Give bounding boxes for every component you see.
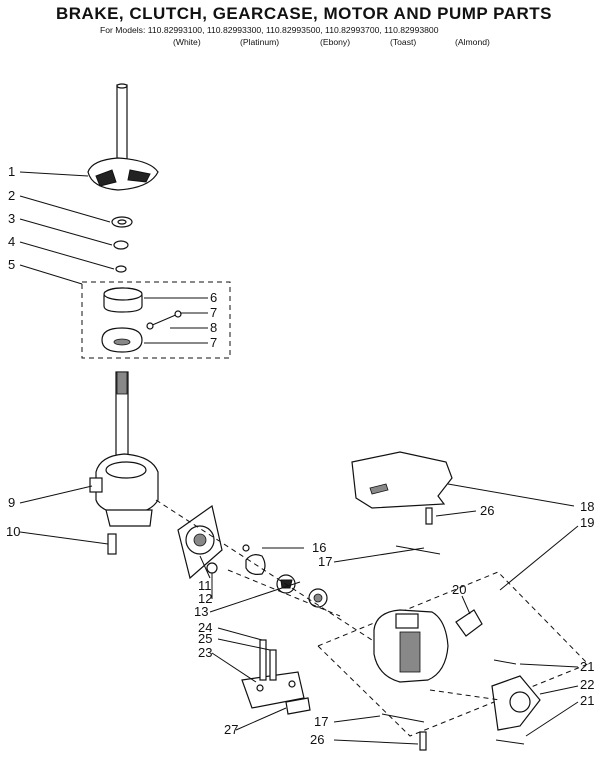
- callout-24: 24: [198, 620, 212, 635]
- part-19-motor-box: [317, 571, 589, 737]
- callout-26-top: 26: [480, 503, 494, 518]
- part-5-brake-package-box: [81, 281, 231, 359]
- callout-16: 16: [312, 540, 326, 555]
- part-20-capacitor: [455, 609, 483, 637]
- part-7-pin-b: [174, 310, 182, 318]
- callout-1: 1: [8, 164, 15, 179]
- callout-11: 11: [198, 578, 212, 593]
- callout-labels: 1 2 3 4 5 6 7 8 7 9 10 11 12 13 24 25 23…: [6, 164, 594, 747]
- callout-2: 2: [8, 188, 15, 203]
- part-3-washer: [113, 240, 129, 250]
- brake-shaft-assembly: [81, 83, 231, 555]
- callout-17-bottom: 17: [314, 714, 328, 729]
- motor-pump-assembly: [317, 451, 589, 751]
- callout-17-top: 17: [318, 554, 332, 569]
- part-12-grommet: [206, 562, 218, 574]
- model-color-almond: (Almond): [455, 37, 490, 47]
- callout-22: 22: [580, 677, 594, 692]
- callout-23: 23: [198, 645, 212, 660]
- models-line: For Models: 110.82993100, 110.82993300, …: [100, 25, 439, 35]
- callout-20: 20: [452, 582, 466, 597]
- part-17-rod-top: [395, 545, 441, 555]
- part-26-screw-top: [425, 507, 433, 525]
- part-16-spacer: [242, 544, 250, 552]
- callout-10: 10: [6, 524, 20, 539]
- model-color-toast: (Toast): [390, 37, 417, 47]
- part-24-screw: [259, 639, 267, 681]
- part-8-spring: [149, 313, 179, 327]
- callout-7b: 7: [210, 335, 217, 350]
- part-25-screw: [269, 649, 277, 681]
- callout-12: 12: [198, 591, 212, 606]
- part-21-clamp-top: [493, 659, 517, 665]
- diagram-title: BRAKE, CLUTCH, GEARCASE, MOTOR AND PUMP …: [55, 4, 552, 23]
- callout-26-bottom: 26: [310, 732, 324, 747]
- part-7-pin-a: [146, 322, 154, 330]
- callout-19: 19: [580, 515, 594, 530]
- leader-lines: [19, 171, 579, 745]
- model-color-platinum: (Platinum): [240, 37, 280, 47]
- callout-18: 18: [580, 499, 594, 514]
- part-17-rod-bottom: [381, 713, 425, 723]
- callout-21-top: 21: [580, 659, 594, 674]
- callout-5: 5: [8, 257, 15, 272]
- model-color-white: (White): [173, 37, 201, 47]
- callout-9: 9: [8, 495, 15, 510]
- callout-7a: 7: [210, 305, 217, 320]
- callout-27: 27: [224, 722, 238, 737]
- part-27-clip: [285, 697, 311, 715]
- callout-4: 4: [8, 234, 15, 249]
- callout-8: 8: [210, 320, 217, 335]
- part-10-bolt: [107, 533, 117, 555]
- part-23-bracket: [241, 671, 305, 709]
- part-21-clamp-bottom: [495, 739, 525, 745]
- callout-25: 25: [198, 631, 212, 646]
- coupling-assembly: [155, 499, 373, 641]
- model-color-ebony: (Ebony): [320, 37, 351, 47]
- callout-6: 6: [210, 290, 217, 305]
- callout-13: 13: [194, 604, 208, 619]
- bracket-assembly: [241, 639, 311, 715]
- part-18-motor-shield: [351, 451, 453, 509]
- part-4-washer: [115, 265, 127, 273]
- callout-21-bottom: 21: [580, 693, 594, 708]
- part-26-screw-bottom: [419, 731, 427, 751]
- callout-3: 3: [8, 211, 15, 226]
